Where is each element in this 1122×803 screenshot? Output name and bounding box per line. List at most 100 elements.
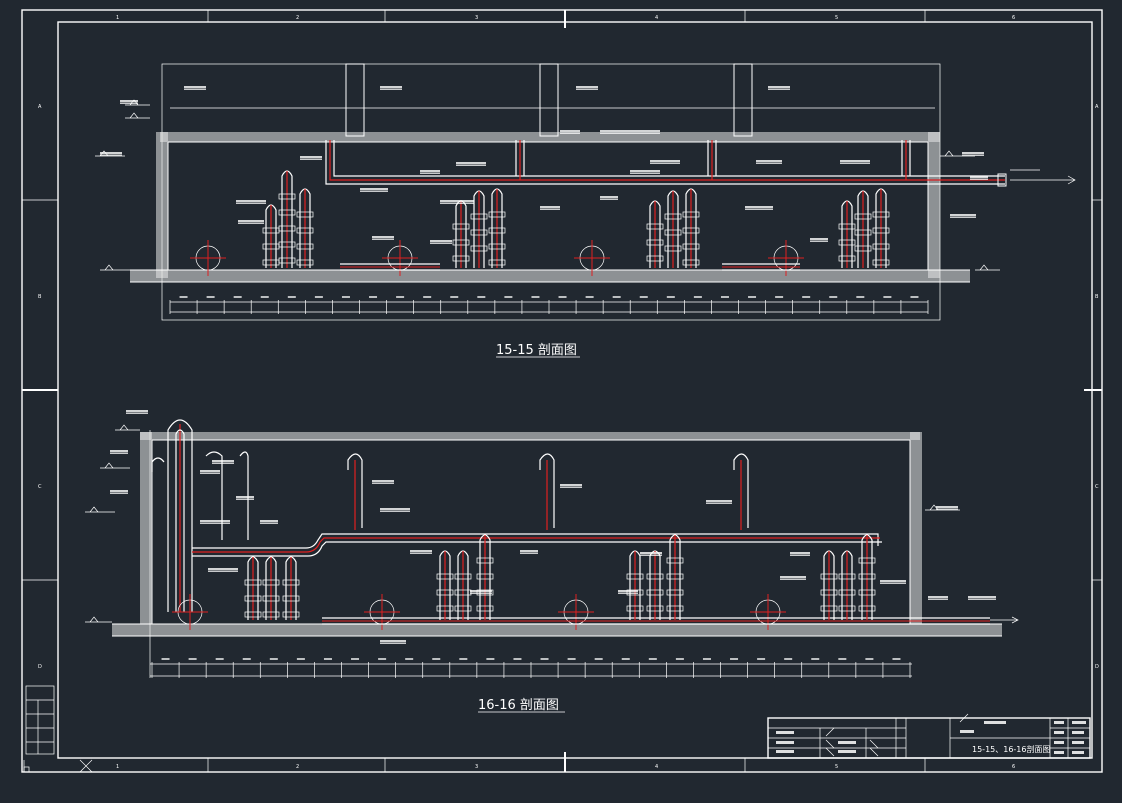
valve-flange [646,223,664,230]
valve-flange [646,239,664,246]
dimension-value-mark [161,658,170,660]
dimension-value-mark [341,296,350,298]
annotation-mark [756,160,782,163]
dimension-value-mark [405,658,414,660]
annotation-mark [456,162,486,165]
dimension-value-mark [269,658,278,660]
valve-flange [488,227,506,234]
col-mark-top: 4 [655,15,658,21]
row-mark-right: D [1095,664,1099,670]
valve-flange [682,243,700,250]
annotation-mark [810,238,828,241]
dimension-value-mark [892,658,901,660]
valve-flange [820,605,838,612]
annotation-mark [260,520,278,523]
dimension-value-mark [730,658,739,660]
section-15-15-title: 15-15 剖面图 [496,343,577,358]
valve-flange [872,227,890,234]
ucs-origin-icon [23,759,93,773]
annotation-mark [410,550,432,553]
annotation-mark [110,490,128,493]
section-16-16-title: 16-16 剖面图 [478,698,559,713]
dimension-value-mark [242,658,251,660]
dimension-value-mark [179,296,188,298]
col-mark-bottom: 2 [296,764,299,770]
annotation-mark [120,100,138,103]
valve-flange [296,227,314,234]
annotation-mark [236,200,266,203]
annotation-mark [380,86,402,89]
dimension-value-mark [323,658,332,660]
dimension-value-mark [540,658,549,660]
valve-flange [436,589,454,596]
valve-flange [838,573,856,580]
valve-flange [282,579,300,586]
valve-flange [664,245,682,252]
annotation-mark [236,496,254,499]
valve-flange [278,225,296,232]
valve-flange [244,595,262,602]
zone-ticks [22,10,1102,772]
annotation-mark [380,640,406,643]
valve-flange [278,193,296,200]
elevation-marker-icon [85,424,960,623]
annotation-mark [300,156,322,159]
dimension-value-mark [702,658,711,660]
annotation-mark [600,130,660,133]
valve-flange [838,239,856,246]
valve-flange [820,573,838,580]
valve-flange [626,605,644,612]
flow-arrow-icon [990,616,1019,624]
annotation-mark [630,170,660,173]
valve-flange [262,611,280,618]
valve-flange [282,595,300,602]
valve-flange [646,573,664,580]
valve-flange [470,213,488,220]
dimension-value-mark [504,296,513,298]
dimension-value-mark [748,296,757,298]
valve-flange [278,257,296,264]
row-mark-left: A [38,104,42,110]
dimension-value-mark [856,296,865,298]
dimension-value-mark [594,658,603,660]
dimension-value-mark [811,658,820,660]
valve-flange [488,259,506,266]
annotation-mark [840,160,870,163]
valve-flange [682,227,700,234]
valve-flange [666,557,684,564]
col-mark-top: 3 [475,15,478,21]
valve-flange [838,223,856,230]
dimension-value-mark [666,296,675,298]
dimension-value-mark [838,658,847,660]
row-mark-right: C [1095,484,1099,490]
valve-flange [470,229,488,236]
annotation-mark [936,506,958,509]
col-mark-bottom: 1 [116,764,119,770]
valve-flange [646,255,664,262]
valve-flange [858,589,876,596]
valve-flange [470,245,488,252]
valve-flange [858,557,876,564]
dimension-value-mark [883,296,892,298]
dimension-value-mark [720,296,729,298]
dimension-value-mark [296,658,305,660]
valve-flange [454,605,472,612]
annotation-mark [372,236,394,239]
dimension-value-mark [188,658,197,660]
annotation-mark [540,206,560,209]
valve-flange [854,229,872,236]
annotation-mark [520,550,538,553]
valve-flange [244,611,262,618]
valve-flange [838,605,856,612]
annotation-mark [372,480,394,483]
dimension-value-mark [423,296,432,298]
valve-flange [278,241,296,248]
valve-flange [820,589,838,596]
section-16-16-drawing: 16-16 剖面图 [85,410,1019,713]
annotation-mark [420,170,440,173]
annotation-mark [962,152,984,155]
valve-flange [452,239,470,246]
dimension-value-mark [486,658,495,660]
valve-flange [452,255,470,262]
annotation-mark [880,580,906,583]
